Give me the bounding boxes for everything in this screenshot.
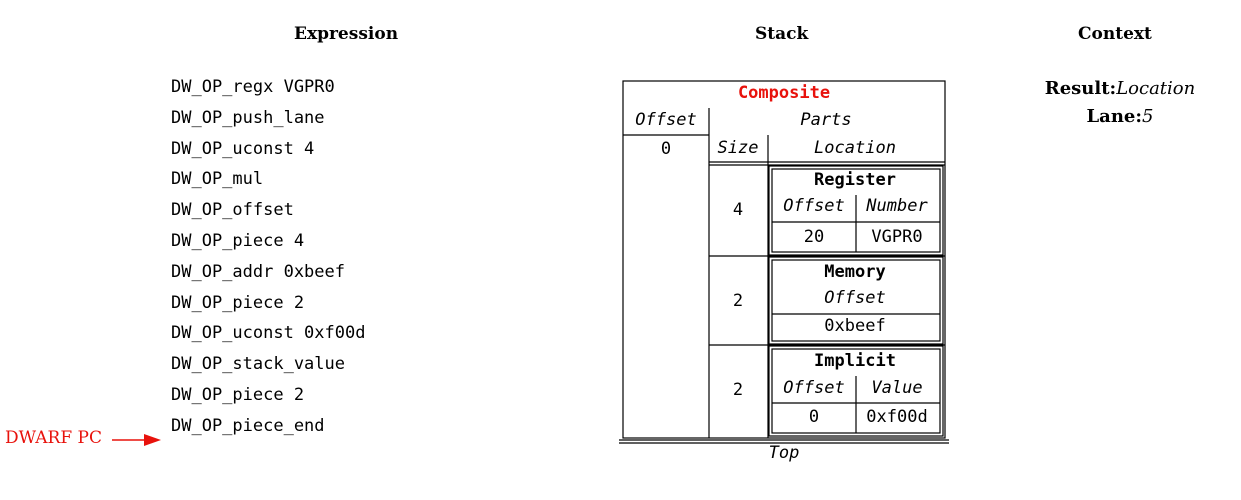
implicit-offset-header: Offset bbox=[783, 378, 844, 398]
offset-header: Offset bbox=[635, 110, 696, 130]
memory-offset-value: 0xbeef bbox=[824, 316, 885, 336]
register-number-value: VGPR0 bbox=[871, 227, 922, 247]
implicit-title: Implicit bbox=[814, 351, 896, 371]
register-offset-header: Offset bbox=[783, 196, 844, 216]
location-header: Location bbox=[814, 138, 896, 158]
memory-box-outer bbox=[768, 256, 944, 345]
implicit-value-header: Value bbox=[871, 378, 922, 398]
expression-op: DW_OP_push_lane bbox=[171, 107, 325, 128]
expression-op: DW_OP_piece 4 bbox=[171, 230, 305, 251]
register-title: Register bbox=[814, 170, 896, 190]
memory-offset-header: Offset bbox=[824, 288, 885, 308]
register-box-outer bbox=[768, 165, 944, 256]
stack-header: Stack bbox=[755, 24, 809, 44]
expression-op: DW_OP_stack_value bbox=[171, 354, 345, 375]
context-lane: Lane:5 bbox=[1020, 106, 1220, 127]
offset-value: 0 bbox=[661, 139, 671, 159]
expression-header: Expression bbox=[294, 24, 399, 44]
size-header: Size bbox=[718, 138, 759, 158]
expression-op: DW_OP_addr 0xbeef bbox=[171, 261, 345, 282]
parts-header: Parts bbox=[800, 110, 851, 130]
implicit-box-outer bbox=[768, 345, 944, 437]
expression-op: DW_OP_piece 2 bbox=[171, 292, 305, 313]
expression-op: DW_OP_uconst 0xf00d bbox=[171, 323, 366, 344]
part-size: 2 bbox=[733, 380, 743, 400]
dwarf-pc-arrow-icon bbox=[112, 434, 161, 446]
expression-op: DW_OP_uconst 4 bbox=[171, 138, 315, 159]
lane-label: Lane: bbox=[1086, 106, 1143, 127]
expression-list: DW_OP_regx VGPR0 DW_OP_push_lane DW_OP_u… bbox=[171, 73, 365, 443]
register-offset-value: 20 bbox=[804, 227, 824, 247]
expression-op: DW_OP_offset bbox=[171, 200, 294, 221]
expression-op: DW_OP_regx VGPR0 bbox=[171, 77, 335, 97]
implicit-value-value: 0xf00d bbox=[866, 407, 927, 427]
part-size: 4 bbox=[733, 200, 743, 220]
stack-top-label: Top bbox=[769, 443, 800, 463]
result-value: Location bbox=[1116, 78, 1196, 99]
result-label: Result: bbox=[1044, 78, 1117, 99]
context-header: Context bbox=[1078, 24, 1152, 44]
part-size: 2 bbox=[733, 291, 743, 311]
lane-value: 5 bbox=[1142, 106, 1154, 127]
register-number-header: Number bbox=[865, 196, 928, 216]
dwarf-pc-label: DWARF PC bbox=[5, 428, 102, 448]
expression-op: DW_OP_piece_end bbox=[171, 415, 325, 436]
memory-box-inner bbox=[771, 259, 941, 342]
composite-title: Composite bbox=[738, 83, 830, 103]
context-result: Result:Location bbox=[1020, 78, 1220, 99]
expression-op: DW_OP_piece 2 bbox=[171, 384, 305, 405]
implicit-offset-value: 0 bbox=[809, 407, 819, 427]
composite-box bbox=[622, 80, 946, 439]
memory-title: Memory bbox=[824, 262, 885, 282]
expression-op: DW_OP_mul bbox=[171, 169, 264, 190]
